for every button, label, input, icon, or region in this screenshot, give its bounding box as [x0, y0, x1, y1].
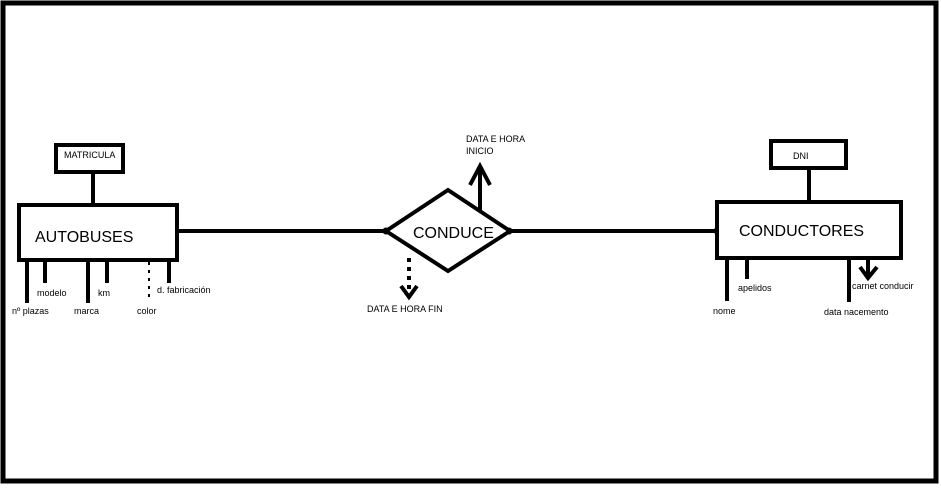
attr-dni-box	[769, 139, 848, 170]
attr-data-nacemento-label: data nacemento	[824, 307, 889, 317]
entity-conductores: CONDUCTORES DNI nome apelidos data nacem…	[713, 139, 914, 317]
entity-autobuses-box	[17, 203, 179, 262]
attr-fin-arrowhead	[399, 284, 419, 301]
attr-carnet-label: carnet conducir	[852, 281, 914, 291]
relationship-conduce: CONDUCE DATA E HORA INICIO DATA E HORA F…	[367, 134, 525, 314]
attr-plazas-label: nº plazas	[12, 306, 49, 316]
attr-nome-label: nome	[713, 306, 736, 316]
entity-autobuses: AUTOBUSES MATRICULA nº plazas modelo mar…	[12, 143, 211, 316]
attr-apelidos-label: apelidos	[738, 283, 772, 293]
attr-carnet-arrowhead	[858, 265, 879, 282]
attr-inicio-arrowhead	[468, 161, 492, 186]
attr-modelo-label: modelo	[37, 288, 67, 298]
attr-matricula-label: MATRICULA	[64, 150, 115, 160]
attr-matricula-box	[54, 143, 125, 174]
attr-marca-label: marca	[74, 306, 99, 316]
attr-color-label: color	[137, 306, 157, 316]
relationship-conduce-diamond	[382, 187, 514, 274]
attr-dni-label: DNI	[793, 151, 809, 161]
attr-inicio-label-line1: DATA E HORA	[466, 134, 525, 144]
entity-conductores-label: CONDUCTORES	[739, 223, 864, 240]
entity-autobuses-label: AUTOBUSES	[35, 229, 133, 246]
attr-km-label: km	[98, 288, 110, 298]
diagram-frame	[0, 0, 939, 484]
attr-inicio-label-line2: INICIO	[466, 146, 494, 156]
attr-fin-label: DATA E HORA FIN	[367, 304, 443, 314]
relationship-conduce-label: CONDUCE	[413, 225, 494, 242]
attr-fabricacion-label: d. fabricación	[157, 285, 211, 295]
